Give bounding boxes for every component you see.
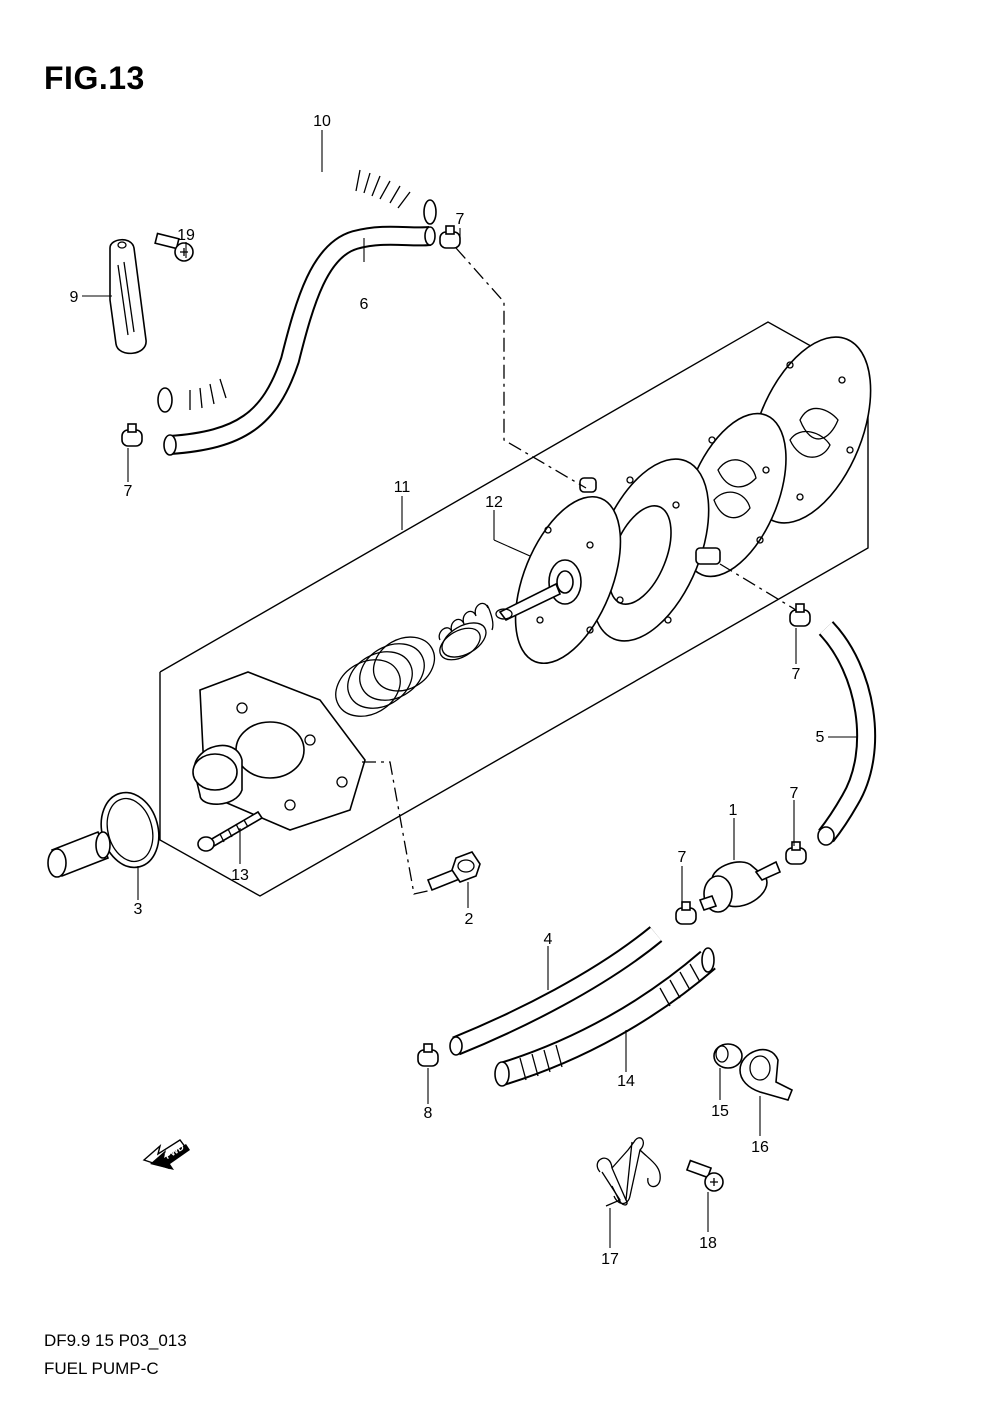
- part-7-clip-right-lower: [785, 841, 807, 865]
- callout-5: 5: [816, 729, 825, 746]
- part-4-hose: [449, 926, 663, 1056]
- part-2-bolt: [426, 851, 481, 892]
- part-17-wire-clip: [596, 1137, 661, 1207]
- callout-12: 12: [485, 494, 503, 511]
- callout-7-right-lower: 7: [790, 785, 799, 802]
- callout-7-right-upper: 7: [792, 666, 801, 683]
- figure-title: FIG.13: [44, 60, 145, 96]
- part-7-clip-right-upper: [789, 603, 811, 627]
- pump-base-housing: [192, 671, 366, 831]
- cup-cap: [47, 830, 111, 878]
- part-6-hose: [163, 225, 436, 456]
- callout-7-left: 7: [124, 483, 133, 500]
- pump-body-ring: [579, 458, 721, 642]
- callout-7-top: 7: [456, 211, 465, 228]
- callout-17: 17: [601, 1251, 619, 1268]
- callout-7-mid: 7: [678, 849, 687, 866]
- fwd-arrow-icon: FWD: [142, 1139, 190, 1170]
- callout-13: 13: [231, 867, 249, 884]
- part-5-hose: [817, 621, 877, 846]
- part-3-o-ring: [100, 791, 160, 869]
- callout-9: 9: [70, 289, 79, 306]
- callout-6: 6: [360, 296, 369, 313]
- part-15-collar: [713, 1043, 743, 1069]
- callout-15: 15: [711, 1103, 729, 1120]
- leader-lines: [82, 130, 858, 1248]
- part-12-diaphragm: [495, 495, 622, 665]
- connection-lines: [362, 247, 797, 895]
- callout-19: 19: [177, 227, 195, 244]
- part-14-ribbed-hose: [494, 947, 716, 1087]
- callout-10: 10: [313, 113, 331, 130]
- diagram-name: FUEL PUMP-C: [44, 1359, 159, 1378]
- large-spring: [335, 636, 436, 717]
- callout-labels: 1 2 3 4 5 6 7 7 7 7 7 8 9 10 11 12 13 14…: [70, 113, 825, 1268]
- part-9-strap: [109, 238, 147, 355]
- part-13-screw: [197, 810, 264, 852]
- part-8-clip: [417, 1043, 439, 1067]
- callout-1: 1: [729, 802, 738, 819]
- callout-14: 14: [617, 1073, 635, 1090]
- diagram-code: DF9.9 15 P03_013: [44, 1331, 187, 1350]
- part-7-clip-top: [439, 225, 461, 249]
- callout-3: 3: [134, 901, 143, 918]
- part-1-fuel-filter: [698, 860, 782, 913]
- part-10-ribbed-hose: [157, 160, 437, 413]
- callout-4: 4: [544, 931, 553, 948]
- part-16-clamp: [739, 1048, 794, 1101]
- part-7-clip-left: [121, 423, 143, 447]
- part-7-clip-mid: [675, 901, 697, 925]
- callout-16: 16: [751, 1139, 769, 1156]
- callout-2: 2: [465, 911, 474, 928]
- part-19-screw: [154, 232, 194, 262]
- callout-8: 8: [424, 1105, 433, 1122]
- assembly-frame: [159, 321, 869, 897]
- callout-11: 11: [394, 479, 411, 496]
- part-18-screw: [685, 1159, 724, 1192]
- small-spring: [438, 602, 494, 661]
- callout-18: 18: [699, 1235, 717, 1252]
